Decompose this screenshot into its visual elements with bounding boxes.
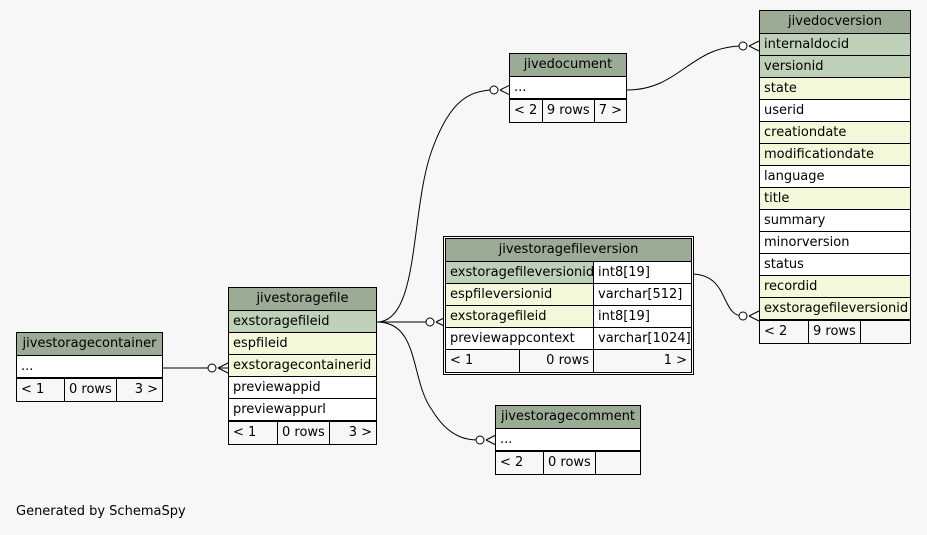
children-count: 3 > [134,382,158,397]
table-jivedocversion[interactable]: jivedocversion internaldocid versionid s… [759,10,911,344]
row-count: 0 rows [520,350,594,372]
table-row: summary [760,210,910,232]
table-row: previewappid [229,377,376,399]
column-name: exstoragefileversionid [446,262,594,284]
table-row: state [760,78,910,100]
edge-end-circle [475,435,485,445]
row-count: 9 rows [543,100,595,122]
table-footer: < 1 0 rows 3 > [17,378,162,401]
parents-count: < 2 [510,100,543,122]
table-footer: < 1 0 rows 3 > [229,421,376,444]
table-row: creationdate [760,122,910,144]
table-title[interactable]: jivestoragecontainer [17,333,162,356]
table-row: versionid [760,56,910,78]
column-type: int8[19] [594,306,691,328]
table-title[interactable]: jivestoragefile [229,288,376,311]
row-count: 9 rows [809,321,861,343]
table-row: ... [510,77,626,99]
table-row: exstoragefileid [229,311,376,333]
column-type: varchar[1024] [594,328,691,350]
edge-end-circle [738,311,748,321]
row-count: 0 rows [65,379,117,401]
edge-end-circle [489,85,499,95]
crowfoot-mark [748,310,760,322]
children-count: 1 > [663,353,687,368]
table-footer: < 2 9 rows [760,320,910,343]
edge-storagefile-jivedocument [376,89,495,323]
parents-count: < 2 [760,321,809,343]
edge-fileversion-docversion [690,273,744,317]
edge-end-circle [207,363,217,373]
table-title[interactable]: jivestoragecomment [496,406,640,429]
table-footer: < 2 0 rows [496,451,640,474]
children-count [596,452,640,474]
generator-caption: Generated by SchemaSpy [16,504,186,519]
table-row: language [760,166,910,188]
table-row: status [760,254,910,276]
edge-jivedocument-docversion [626,45,744,91]
table-row: minorversion [760,232,910,254]
table-jivestoragecontainer[interactable]: jivestoragecontainer ... < 1 0 rows 3 > [16,332,163,402]
crowfoot-mark [748,40,760,52]
column-type: varchar[512] [594,284,691,306]
parents-count: < 1 [17,379,65,401]
table-jivestoragefile[interactable]: jivestoragefile exstoragefileid espfilei… [228,287,377,445]
children-count: 7 > [598,103,622,118]
column-grid: exstoragefileversionid int8[19] espfilev… [446,262,691,350]
table-row: internaldocid [760,34,910,56]
table-row: exstoragefileversionid [760,298,910,320]
table-row: espfileid [229,333,376,355]
table-row: ... [496,429,640,451]
crowfoot-mark [217,362,229,374]
table-jivestoragefileversion[interactable]: jivestoragefileversion exstoragefilevers… [443,236,694,375]
table-jivestoragecomment[interactable]: jivestoragecomment ... < 2 0 rows [495,405,641,475]
row-count: 0 rows [278,422,330,444]
table-row: recordid [760,276,910,298]
edge-end-circle [738,41,748,51]
table-row: userid [760,100,910,122]
table-title[interactable]: jivedocversion [760,11,910,34]
table-row: previewappurl [229,399,376,421]
parents-count: < 1 [446,350,520,372]
parents-count: < 2 [496,452,544,474]
row-count: 0 rows [544,452,596,474]
table-row: title [760,188,910,210]
table-title[interactable]: jivedocument [510,54,626,77]
column-name: previewappcontext [446,328,594,350]
children-count: 3 > [348,425,372,440]
crowfoot-mark [499,84,511,96]
edge-end-circle [425,317,435,327]
column-name: espfileversionid [446,284,594,306]
table-footer: < 1 0 rows 1 > [446,350,691,372]
column-type: int8[19] [594,262,691,284]
table-row: modificationdate [760,144,910,166]
table-row: exstoragecontainerid [229,355,376,377]
crowfoot-mark [485,434,497,446]
parents-count: < 1 [229,422,278,444]
table-footer: < 2 9 rows 7 > [510,99,626,122]
column-name: exstoragefileid [446,306,594,328]
edge-storagefile-comment [376,321,481,441]
table-row: ... [17,356,162,378]
table-jivedocument[interactable]: jivedocument ... < 2 9 rows 7 > [509,53,627,123]
table-title[interactable]: jivestoragefileversion [446,239,691,262]
children-count [861,321,910,343]
